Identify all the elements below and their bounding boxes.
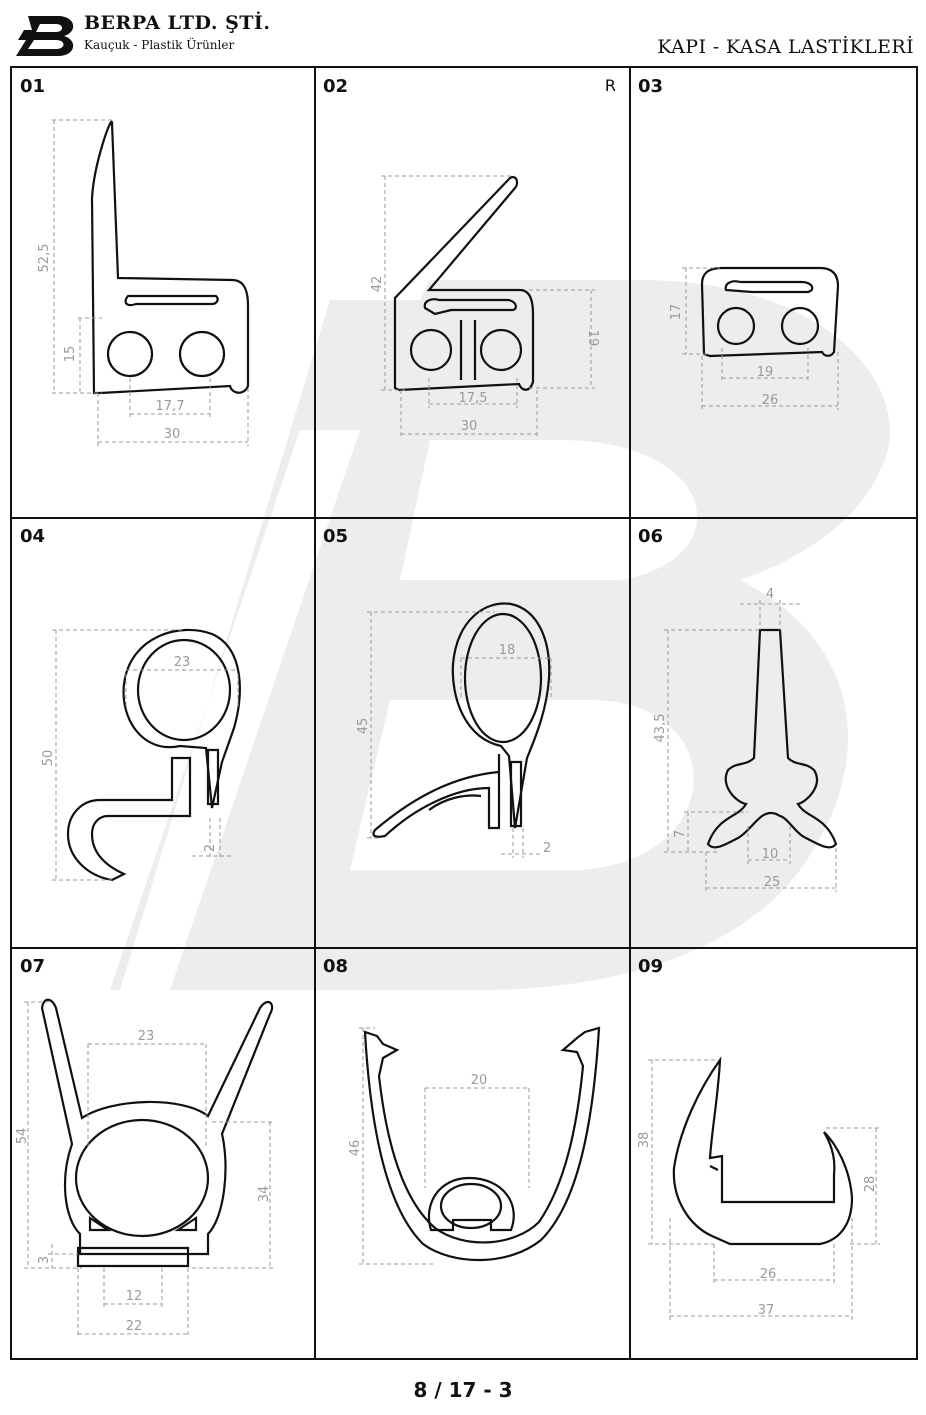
catalog-category-title: KAPI - KASA LASTİKLERİ [657,36,914,58]
dimension-label: 20 [471,1073,488,1088]
dimension-label: 2 [203,844,218,852]
dimension-label: 26 [762,393,779,408]
profile-number: 03 [638,76,664,97]
profile-drawing-02: 42 19 17,5 30 [370,175,600,438]
profile-drawing-06: 4 43,5 7 10 25 [653,587,838,892]
profile-drawing-08: 20 46 [348,1026,601,1265]
profile-cell-03: 03 17 19 26 [630,68,916,518]
dimension-label: 54 [15,1128,30,1145]
dimension-label: 23 [174,655,191,670]
dimension-label: 3 [37,1256,52,1264]
berpa-logo-icon [16,16,74,56]
profile-number: 02 [323,76,349,97]
profile-cell-04: 04 23 50 2 [12,518,315,948]
dimension-label: 15 [63,346,78,363]
profile-number: 07 [20,956,46,977]
grid-lines [12,68,916,1358]
dimension-label: 10 [762,847,779,862]
dimension-label: 19 [757,365,774,380]
dimension-label: 34 [257,1186,272,1203]
page-header: BERPA LTD. ŞTİ. Kauçuk - Plastik Ürünler… [0,0,926,66]
dimension-label: 45 [356,718,371,735]
dimension-label: 12 [126,1289,143,1304]
profile-number: 01 [20,76,46,97]
dimension-label: 46 [348,1140,363,1157]
profile-cell-06: 06 4 43,5 7 10 25 [630,518,916,948]
profile-drawing-07: 23 54 34 3 12 22 [15,998,274,1338]
profile-number: 09 [638,956,664,977]
dimension-label: 22 [126,1319,143,1334]
profile-cell-08: 08 20 46 [315,948,630,1358]
profile-cell-01: 01 52,5 15 17,7 30 [12,68,315,518]
dimension-label: 4 [766,587,774,602]
profile-cell-05: 05 18 45 2 [315,518,630,948]
dimension-label: 17 [669,304,684,321]
company-tagline: Kauçuk - Plastik Ürünler [84,38,235,52]
dimension-label: 52,5 [37,244,52,273]
profile-number: 08 [323,956,349,977]
dimension-label: 43,5 [653,714,668,743]
dimension-label: 30 [164,427,181,442]
dimension-label: 7 [673,830,688,838]
profile-cell-07: 07 23 54 34 [12,948,315,1358]
dimension-label: 17,5 [459,391,488,406]
profile-mark: R [604,76,616,95]
company-name: BERPA LTD. ŞTİ. [84,12,271,34]
profile-drawing-04: 23 50 2 [41,628,241,882]
profile-drawing-05: 18 45 2 [356,602,552,858]
dimension-label: 26 [760,1267,777,1282]
dimension-label: 17,7 [156,399,185,414]
page-number: 8 / 17 - 3 [413,1378,513,1402]
dimension-label: 28 [863,1176,878,1193]
dimension-label: 50 [41,750,56,767]
dimension-label: 37 [758,1303,775,1318]
dimension-label: 38 [637,1132,652,1149]
dimension-label: 25 [764,875,781,890]
profile-number: 04 [20,526,46,547]
dimension-label: 30 [461,419,478,434]
profile-drawing-09: 38 28 26 37 [637,1056,880,1320]
profile-number: 05 [323,526,349,547]
profile-drawing-03: 17 19 26 [669,266,840,410]
dimension-label: 18 [499,643,516,658]
profile-grid: 01 52,5 15 17,7 30 02 [10,66,918,1360]
dimension-label: 19 [585,330,600,347]
profile-number: 06 [638,526,664,547]
profile-cell-02: 02 R 42 19 17,5 30 [315,68,630,518]
dimension-label: 42 [370,276,385,293]
profile-cell-09: 09 38 28 26 37 [630,948,916,1358]
profile-drawing-01: 52,5 15 17,7 30 [37,119,250,446]
dimension-label: 2 [543,841,551,856]
dimension-label: 23 [138,1029,155,1044]
